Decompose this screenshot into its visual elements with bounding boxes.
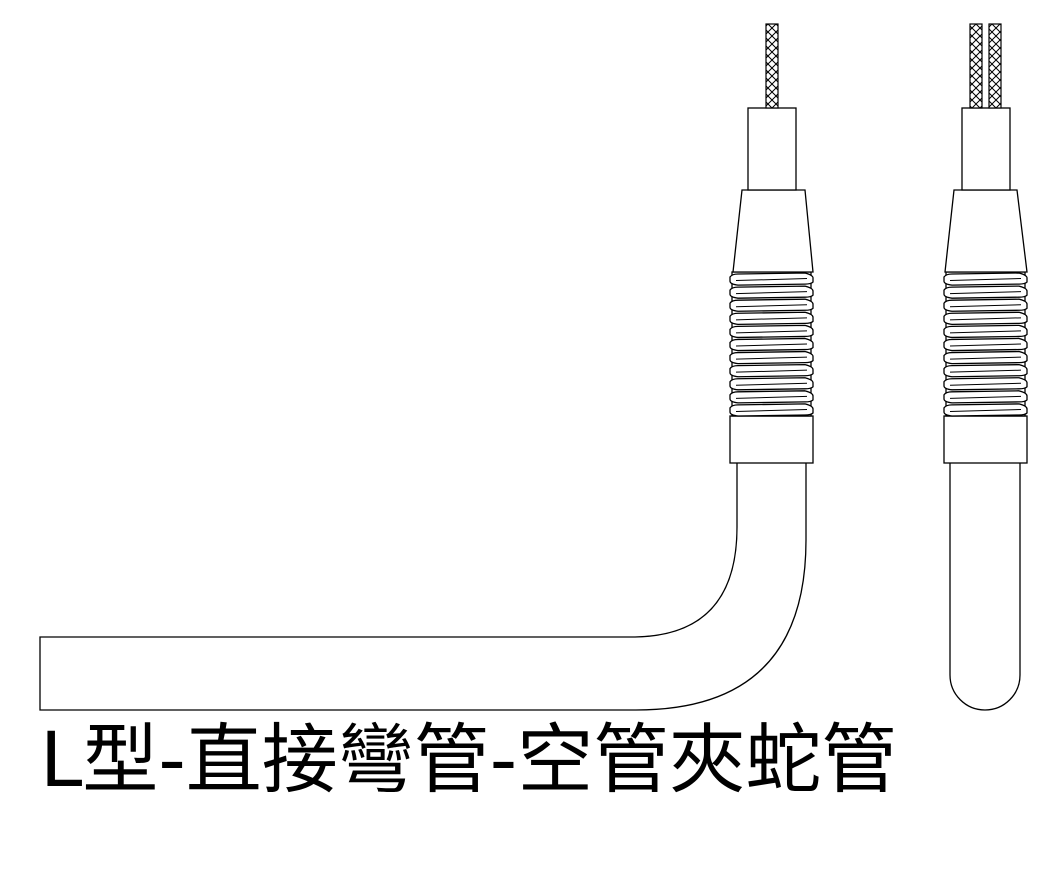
r-spring-groove [949,330,1022,334]
l-spring-groove [735,395,808,399]
l-spring-groove [735,356,808,360]
r-spring-sleeve [943,271,1028,417]
straight-tube [949,461,1021,711]
l-spring-groove [735,291,808,295]
r-spring-groove [949,278,1022,282]
l-spring-groove [735,343,808,347]
r-wire-lead-1 [969,23,983,109]
r-spring-groove [949,291,1022,295]
l-spring-groove [735,278,808,282]
r-spring-groove [949,356,1022,360]
r-spring-groove [949,408,1022,412]
r-spring-groove [949,369,1022,373]
l-spring-sleeve [729,271,814,417]
r-spring-groove [949,382,1022,386]
r-spring-coil [943,377,1028,391]
l-spring-groove [735,330,808,334]
l-cable-jacket [747,107,797,191]
l-spring-groove [735,408,808,412]
l-spring-coil [729,350,814,365]
r-spring-groove [949,343,1022,347]
l-spring-coil [729,377,814,391]
l-wire-lead [765,23,779,109]
r-wire-lead-2 [988,23,1002,109]
drawing-caption: L型-直接彎管-空管夾蛇管 [40,715,898,804]
r-spring-groove [949,304,1022,308]
l-tapered-sleeve [732,189,814,273]
l-lower-collar [729,415,814,464]
r-spring-coil [943,363,1028,378]
l-spring-groove [735,369,808,373]
l-spring-groove [735,304,808,308]
r-lower-collar [943,415,1028,464]
l-spring-groove [735,317,808,321]
straight-tube-assembly [943,23,1028,711]
l-bent-tube [39,461,807,711]
r-cable-jacket [961,107,1011,191]
r-tapered-sleeve [944,189,1028,273]
l-spring-groove [735,382,808,386]
r-spring-coil [943,350,1028,365]
r-spring-groove [949,395,1022,399]
l-bent-tube-assembly [39,23,814,711]
r-spring-groove [949,317,1022,321]
l-spring-coil [729,363,814,378]
